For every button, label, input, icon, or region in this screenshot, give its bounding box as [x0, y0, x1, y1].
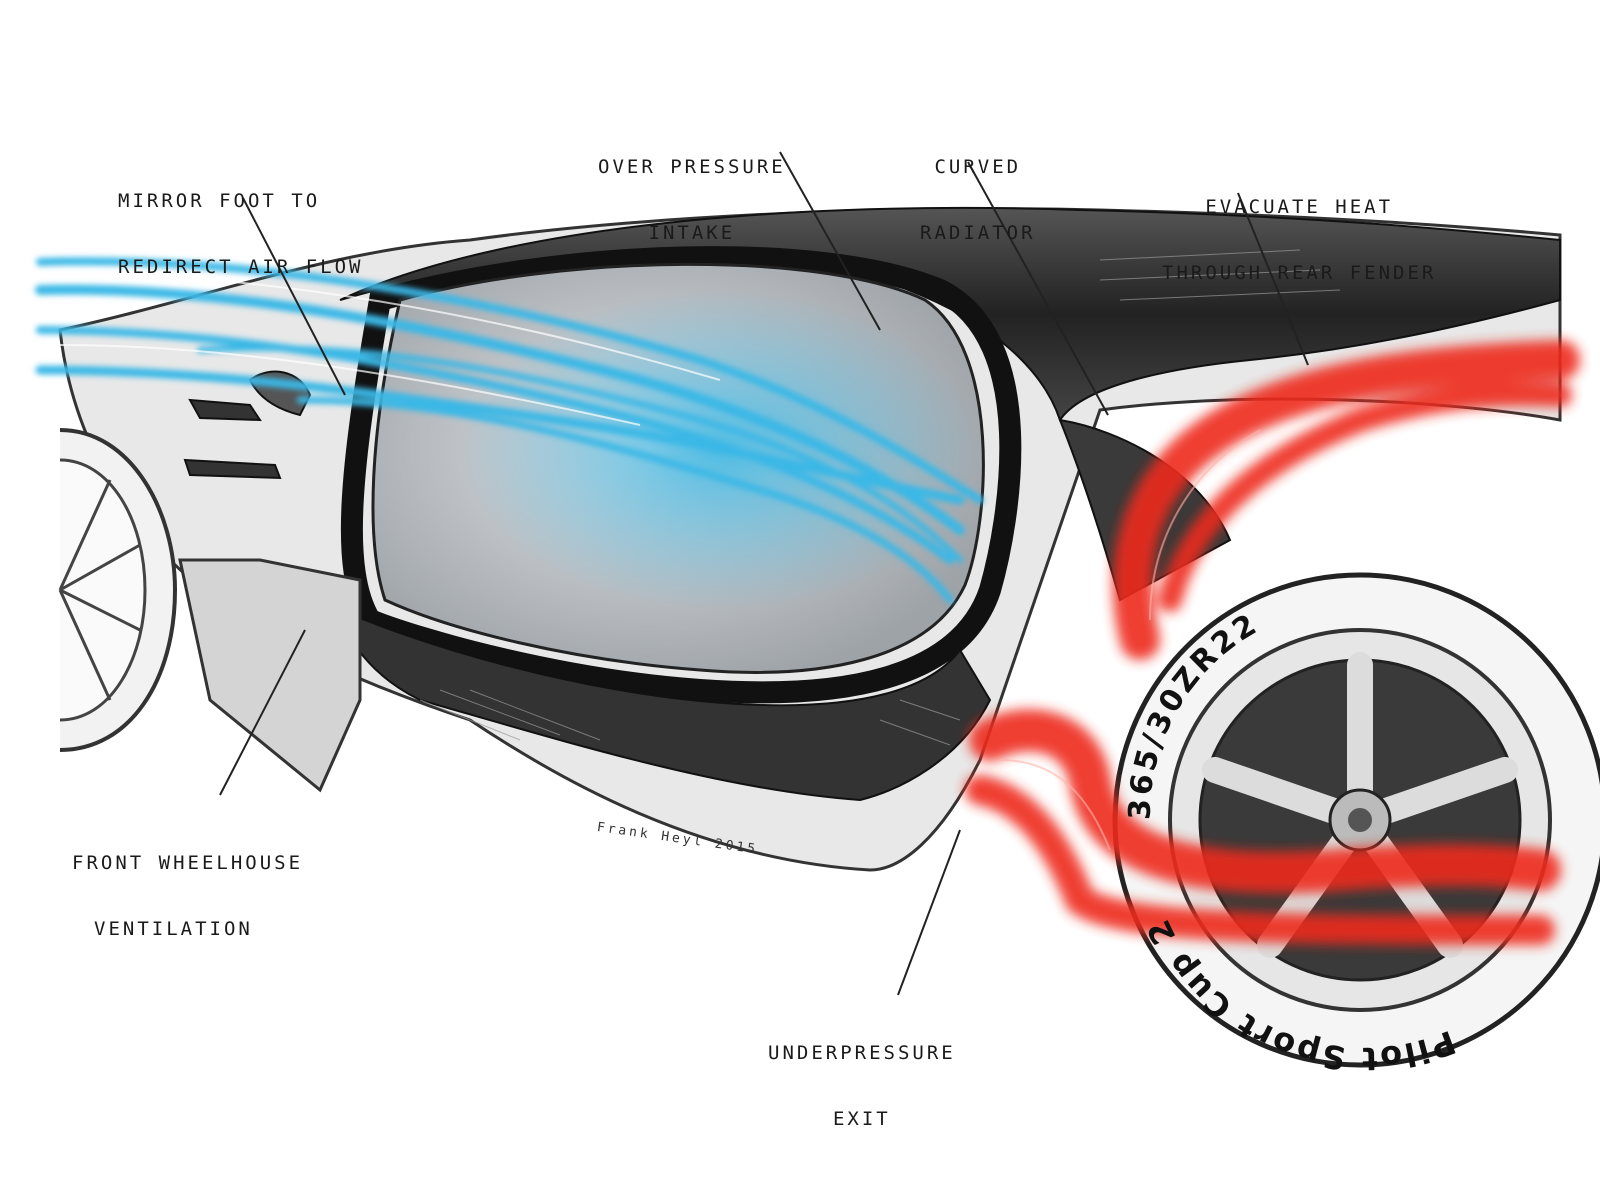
hot-air-flow — [965, 340, 1580, 945]
label-over-pressure-intake: Over pressure intake — [598, 156, 786, 244]
label-mirror-foot: Mirror foot to redirect air flow — [118, 190, 364, 278]
cool-air-flow — [35, 257, 984, 610]
label-front-wheelhouse: Front wheelhouse ventilation — [72, 852, 304, 940]
leader-lines — [219, 151, 1309, 996]
label-evacuate-heat: Evacuate heat through rear fender — [1162, 196, 1437, 284]
label-under-pressure-exit: Underpressure exit — [768, 1042, 956, 1130]
label-curved-radiator: Curved radiator — [920, 156, 1036, 244]
front-wheel — [58, 428, 178, 752]
